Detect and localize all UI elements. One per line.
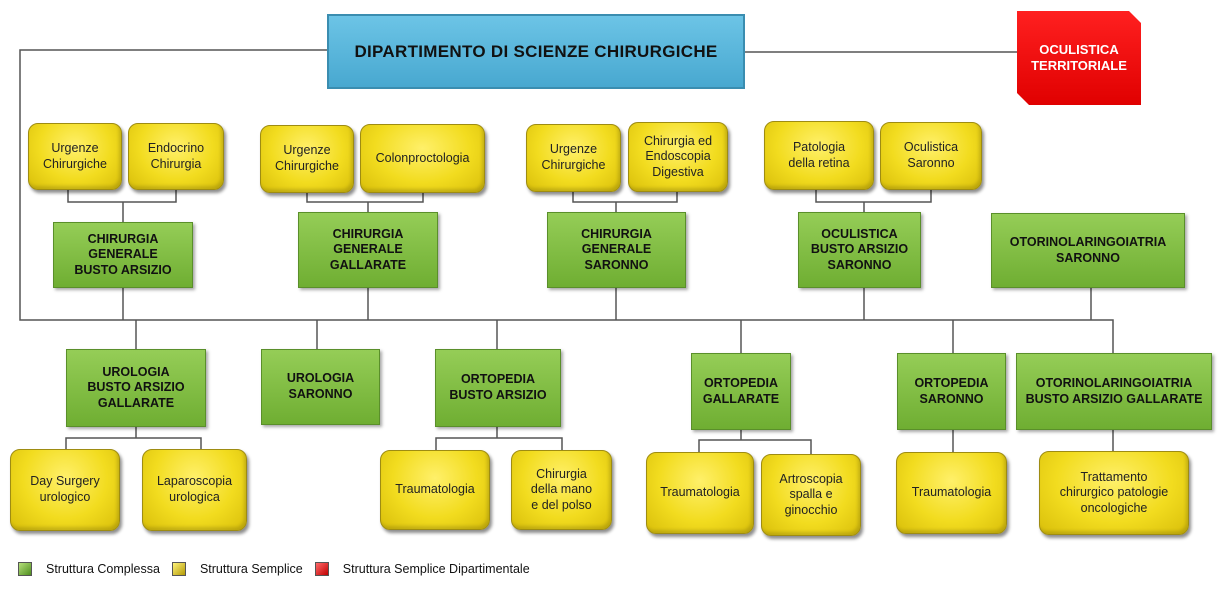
simple-unit-bottom-5a: Traumatologia (896, 452, 1007, 534)
complex-unit-top-5: OTORINOLARINGOIATRIA SARONNO (991, 213, 1185, 288)
complex-unit-top-4: OCULISTICA BUSTO ARSIZIO SARONNO (798, 212, 921, 288)
connector-sub-t2 (306, 193, 424, 212)
simple-unit-top-1b: Endocrino Chirurgia (128, 123, 224, 190)
connector-sub-t1 (67, 190, 177, 222)
simple-unit-bottom-1a: Day Surgery urologico (10, 449, 120, 531)
legend-label-complex: Struttura Complessa (46, 562, 160, 576)
simple-unit-bottom-4b: Artroscopia spalla e ginocchio (761, 454, 861, 536)
complex-unit-top-2: CHIRURGIA GENERALE GALLARATE (298, 212, 438, 288)
simple-unit-top-4b: Oculistica Saronno (880, 122, 982, 190)
simple-unit-bottom-3a: Traumatologia (380, 450, 490, 530)
simple-unit-top-3b: Chirurgia ed Endoscopia Digestiva (628, 122, 728, 192)
legend: Struttura Complessa Struttura Semplice S… (18, 559, 542, 579)
complex-unit-bottom-4: ORTOPEDIA GALLARATE (691, 353, 791, 430)
connector-sub-b4 (698, 430, 812, 454)
simple-unit-bottom-6a: Trattamento chirurgico patologie oncolog… (1039, 451, 1189, 535)
complex-unit-bottom-3: ORTOPEDIA BUSTO ARSIZIO (435, 349, 561, 427)
simple-unit-top-3a: Urgenze Chirurgiche (526, 124, 621, 192)
legend-label-simple: Struttura Semplice (199, 562, 303, 576)
department-box: DIPARTIMENTO DI SCIENZE CHIRURGICHE (327, 14, 745, 89)
connector-sub-t3 (572, 192, 678, 212)
legend-swatch-departmental (314, 562, 329, 576)
complex-unit-bottom-5: ORTOPEDIA SARONNO (897, 353, 1006, 430)
departmental-unit-oculistica-territoriale: OCULISTICA TERRITORIALE (1017, 11, 1141, 105)
simple-unit-top-2b: Colonproctologia (360, 124, 485, 193)
simple-unit-bottom-4a: Traumatologia (646, 452, 754, 534)
complex-unit-top-1: CHIRURGIA GENERALE BUSTO ARSIZIO (53, 222, 193, 288)
connector-sub-b3 (435, 427, 563, 450)
complex-unit-bottom-6: OTORINOLARINGOIATRIA BUSTO ARSIZIO GALLA… (1016, 353, 1212, 430)
legend-swatch-complex (18, 562, 32, 576)
simple-unit-top-1a: Urgenze Chirurgiche (28, 123, 122, 190)
legend-label-departmental: Struttura Semplice Dipartimentale (342, 562, 530, 576)
simple-unit-bottom-1b: Laparoscopia urologica (142, 449, 247, 531)
simple-unit-top-2a: Urgenze Chirurgiche (260, 125, 354, 193)
complex-unit-top-3: CHIRURGIA GENERALE SARONNO (547, 212, 686, 288)
complex-unit-bottom-2: UROLOGIA SARONNO (261, 349, 380, 425)
complex-unit-bottom-1: UROLOGIA BUSTO ARSIZIO GALLARATE (66, 349, 206, 427)
simple-unit-top-4a: Patologia della retina (764, 121, 874, 190)
connector-sub-b1 (65, 427, 202, 449)
legend-swatch-simple (171, 562, 186, 576)
connector-sub-t4 (815, 190, 932, 212)
simple-unit-bottom-3b: Chirurgia della mano e del polso (511, 450, 612, 530)
